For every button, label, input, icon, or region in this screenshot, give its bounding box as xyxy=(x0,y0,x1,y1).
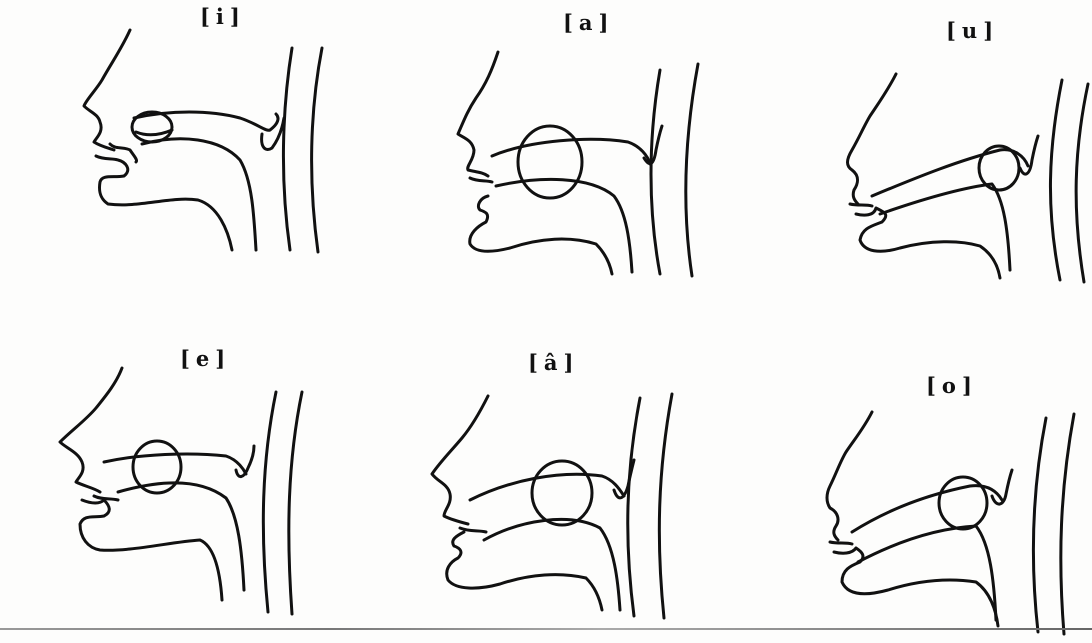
palate-i xyxy=(134,112,278,130)
lower-jaw-a-circumflex xyxy=(447,532,602,610)
pharynx-wall-i-2 xyxy=(312,48,322,252)
lower-jaw-i xyxy=(96,156,232,250)
constriction-circle-a xyxy=(518,126,582,198)
tongue-i xyxy=(142,139,256,250)
pharynx-wall-a-circumflex-1 xyxy=(628,398,640,616)
pharynx-wall-a-1 xyxy=(651,70,660,274)
lower-jaw-a xyxy=(470,196,612,274)
pharynx-wall-u-2 xyxy=(1076,84,1088,282)
vocal-tract-a xyxy=(458,52,698,276)
upper-lip-e xyxy=(94,496,118,500)
tongue-o xyxy=(858,526,996,620)
constriction-circle-a-circumflex xyxy=(532,461,592,525)
face-profile-e xyxy=(60,368,122,492)
palate-o xyxy=(852,486,1002,532)
vocal-tract-e xyxy=(60,368,302,614)
pharynx-wall-i-1 xyxy=(283,48,292,250)
face-profile-i xyxy=(84,30,130,150)
velum-u xyxy=(1020,136,1038,174)
vocal-tract-i xyxy=(84,30,322,252)
upper-lip-a xyxy=(470,178,492,182)
tongue-tip-i xyxy=(136,130,172,135)
velum-i xyxy=(262,118,284,149)
palate-e xyxy=(104,454,246,474)
lower-jaw-e xyxy=(80,500,222,600)
tongue-e xyxy=(118,483,244,590)
face-profile-u xyxy=(848,74,897,204)
lower-jaw-o xyxy=(834,548,998,626)
upper-lip-o xyxy=(830,542,852,544)
palate-a-circumflex xyxy=(470,474,624,500)
constriction-circle-u xyxy=(979,146,1019,190)
constriction-circle-o xyxy=(939,477,987,529)
palate-a xyxy=(492,139,650,164)
vocal-tract-u xyxy=(848,74,1089,282)
bottom-rule xyxy=(0,628,1092,630)
lower-jaw-u xyxy=(856,208,1000,278)
pharynx-wall-a-2 xyxy=(686,64,698,276)
vocal-tract-a-circumflex xyxy=(432,394,672,618)
face-profile-o xyxy=(827,412,872,540)
pharynx-wall-a-circumflex-2 xyxy=(659,394,672,618)
face-profile-a-circumflex xyxy=(432,396,488,524)
pharynx-wall-u-1 xyxy=(1050,80,1062,280)
pharynx-wall-o-2 xyxy=(1061,414,1074,634)
upper-lip-u xyxy=(850,204,872,206)
pharynx-wall-e-2 xyxy=(289,392,302,614)
pharynx-wall-e-1 xyxy=(263,392,276,612)
pharynx-wall-o-1 xyxy=(1033,418,1046,632)
constriction-circle-i xyxy=(132,112,172,142)
velum-e xyxy=(236,446,254,477)
vocal-tract-o xyxy=(827,412,1074,634)
